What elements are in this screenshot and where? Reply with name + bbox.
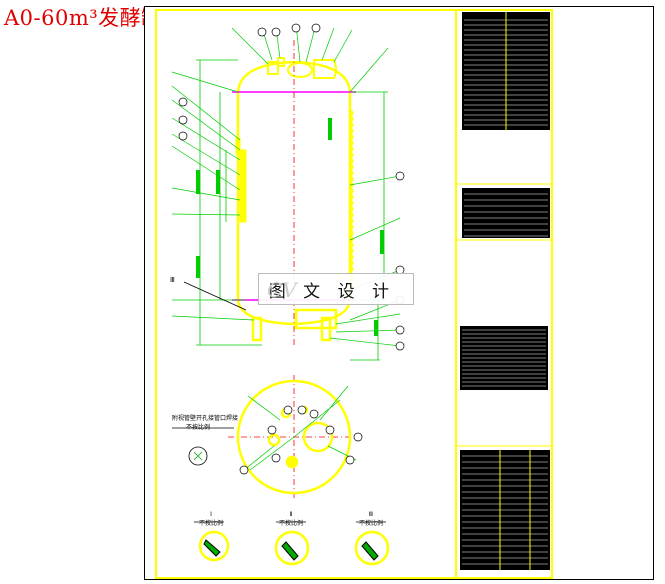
cooling-coil xyxy=(348,109,354,291)
table-yellow-lines xyxy=(456,12,552,570)
dimension-marks xyxy=(196,118,384,336)
callout-III: Ⅲ xyxy=(170,276,175,284)
watermark-logo: CV xyxy=(267,278,297,302)
nozzle-table xyxy=(462,188,550,238)
top-view-leaders xyxy=(243,385,357,471)
bottom-head xyxy=(236,299,352,326)
nozzle-note-line1: 附视管壁开孔接管口焊接 xyxy=(172,415,239,422)
detail-III-roman: Ⅲ xyxy=(368,511,374,518)
detail-I-roman: Ⅰ xyxy=(210,511,212,518)
watermark-text: 图 文 设 计 xyxy=(268,281,395,302)
watermark: CV 图 文 设 计 xyxy=(258,273,414,305)
top-nozzle-left xyxy=(267,61,279,75)
top-nozzles xyxy=(267,57,337,79)
detail-II-roman: Ⅱ xyxy=(289,511,293,518)
vessel-top-view xyxy=(236,379,352,495)
title-block-frame xyxy=(455,9,553,579)
nozzle-note-scale: 不按比例 xyxy=(186,424,211,431)
detail-I-label: Ⅰ 不按比例 xyxy=(196,510,226,528)
table-rules xyxy=(462,19,548,565)
detail-III-scale: 不按比例 xyxy=(358,520,383,527)
dimension-lines xyxy=(196,59,388,361)
left-support-leg xyxy=(251,316,263,342)
detail-III-leader xyxy=(183,281,247,311)
centerlines xyxy=(228,40,360,500)
detail-circles xyxy=(198,530,390,566)
detail-I-scale: 不按比例 xyxy=(198,520,223,527)
top-manhole xyxy=(287,62,313,78)
nozzle-detail xyxy=(172,427,234,466)
bottom-manhole xyxy=(294,308,338,330)
nozzle-note: 附视管壁开孔接管口焊接 不按比例 xyxy=(172,414,238,432)
left-leaders xyxy=(171,71,255,321)
detail-III-label: Ⅲ 不按比例 xyxy=(356,510,386,528)
detail-hatching xyxy=(203,539,379,561)
detail-II-scale: 不按比例 xyxy=(278,520,303,527)
top-leaders xyxy=(231,23,353,65)
vessel-front-view xyxy=(236,60,352,342)
top-motor-housing xyxy=(313,59,337,79)
detail-II-label: Ⅱ 不按比例 xyxy=(276,510,306,528)
top-nozzle-small xyxy=(277,57,285,67)
top-view-balloons xyxy=(239,405,363,475)
